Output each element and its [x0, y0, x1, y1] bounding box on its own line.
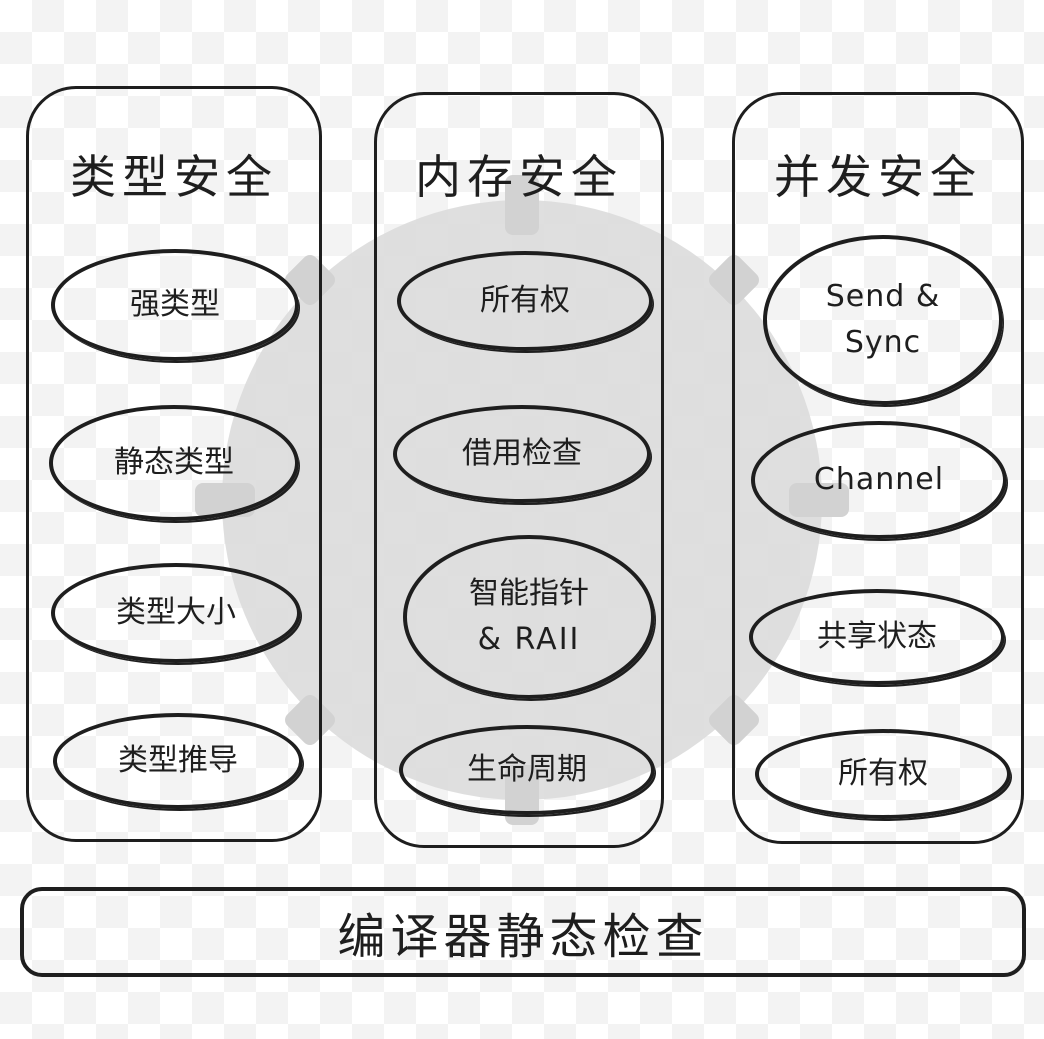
concept-ellipse: 静态类型	[49, 405, 299, 521]
concept-label: 强类型	[130, 287, 220, 322]
concept-label: 所有权	[838, 756, 928, 791]
concept-ellipse: 强类型	[51, 249, 299, 361]
concept-label: Channel	[813, 462, 945, 497]
concept-label: Sync	[844, 325, 922, 360]
concept-label: 智能指针	[469, 576, 589, 611]
concept-ellipse: Channel	[751, 421, 1007, 539]
concept-ellipse: 类型推导	[53, 713, 303, 809]
concept-ellipse: 共享状态	[749, 589, 1005, 685]
concept-ellipse: 所有权	[397, 251, 653, 351]
column-memory-safety: 内存安全 所有权 借用检查 智能指针 & RAII 生命周期	[374, 92, 664, 848]
concept-ellipse: Send & Sync	[763, 235, 1003, 405]
concept-label: 类型大小	[116, 595, 236, 630]
footer-label: 编译器静态检查	[337, 909, 709, 965]
concept-ellipse: 智能指针 & RAII	[403, 535, 655, 699]
concept-label: 生命周期	[467, 752, 587, 787]
concept-ellipse: 借用检查	[393, 405, 651, 503]
column-title: 并发安全	[774, 150, 982, 204]
column-title: 类型安全	[70, 150, 278, 204]
column-concurrency-safety: 并发安全 Send & Sync Channel 共享状态 所有权	[732, 92, 1024, 844]
column-title: 内存安全	[415, 150, 623, 204]
concept-label: 类型推导	[118, 743, 238, 778]
concept-label: 所有权	[480, 283, 570, 318]
concept-ellipse: 所有权	[755, 729, 1011, 819]
concept-ellipse: 类型大小	[51, 563, 301, 663]
concept-ellipse: 生命周期	[399, 725, 655, 815]
concept-label: 静态类型	[114, 445, 234, 480]
concept-label: & RAII	[477, 622, 581, 657]
compiler-static-check-bar: 编译器静态检查	[20, 887, 1026, 977]
column-type-safety: 类型安全 强类型 静态类型 类型大小 类型推导	[26, 86, 322, 842]
concept-label: 共享状态	[817, 619, 937, 654]
concept-label: Send &	[825, 279, 941, 314]
concept-label: 借用检查	[462, 436, 582, 471]
